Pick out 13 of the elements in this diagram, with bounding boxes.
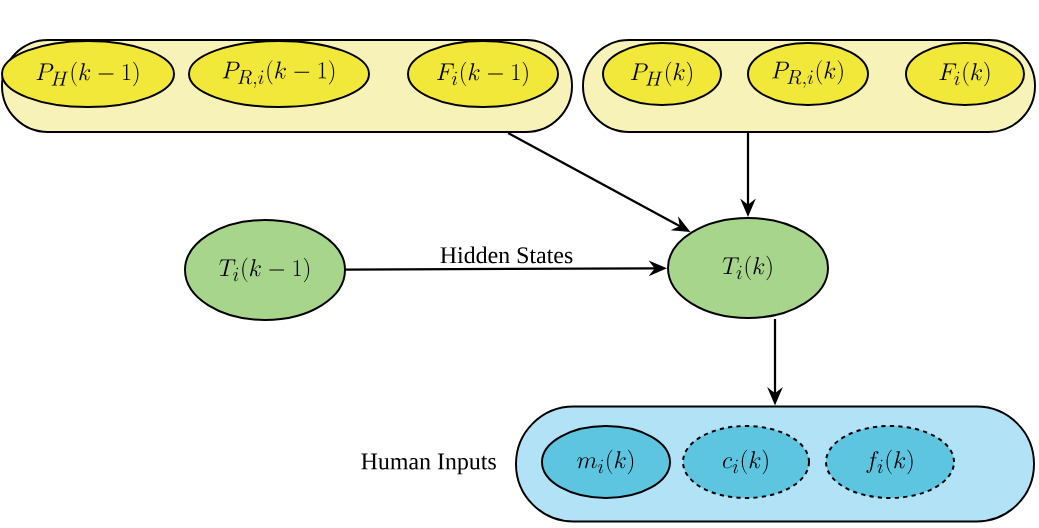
ellipse-node: $F_i(k-1)$ xyxy=(407,40,559,108)
ellipse-node: $T_i(k)$ xyxy=(667,217,829,319)
edge-label: Hidden States xyxy=(440,246,573,264)
ellipse-node: $F_i(k)$ xyxy=(905,42,1025,106)
ellipse-node: $T_i(k-1)$ xyxy=(184,219,346,321)
ellipse-node: $m_i(k)$ xyxy=(541,425,671,499)
ellipse-node: $P_{R,i}(k-1)$ xyxy=(188,40,370,108)
ellipse-node: $f_i(k)$ xyxy=(825,425,955,499)
ellipse-node: $P_H(k)$ xyxy=(602,42,722,106)
ellipse-node: $P_{R,i}(k)$ xyxy=(747,42,869,106)
side-label: Human Inputs xyxy=(361,453,496,475)
ellipse-node: $P_H(k-1)$ xyxy=(1,40,175,108)
ellipse-node: $c_i(k)$ xyxy=(682,425,810,499)
